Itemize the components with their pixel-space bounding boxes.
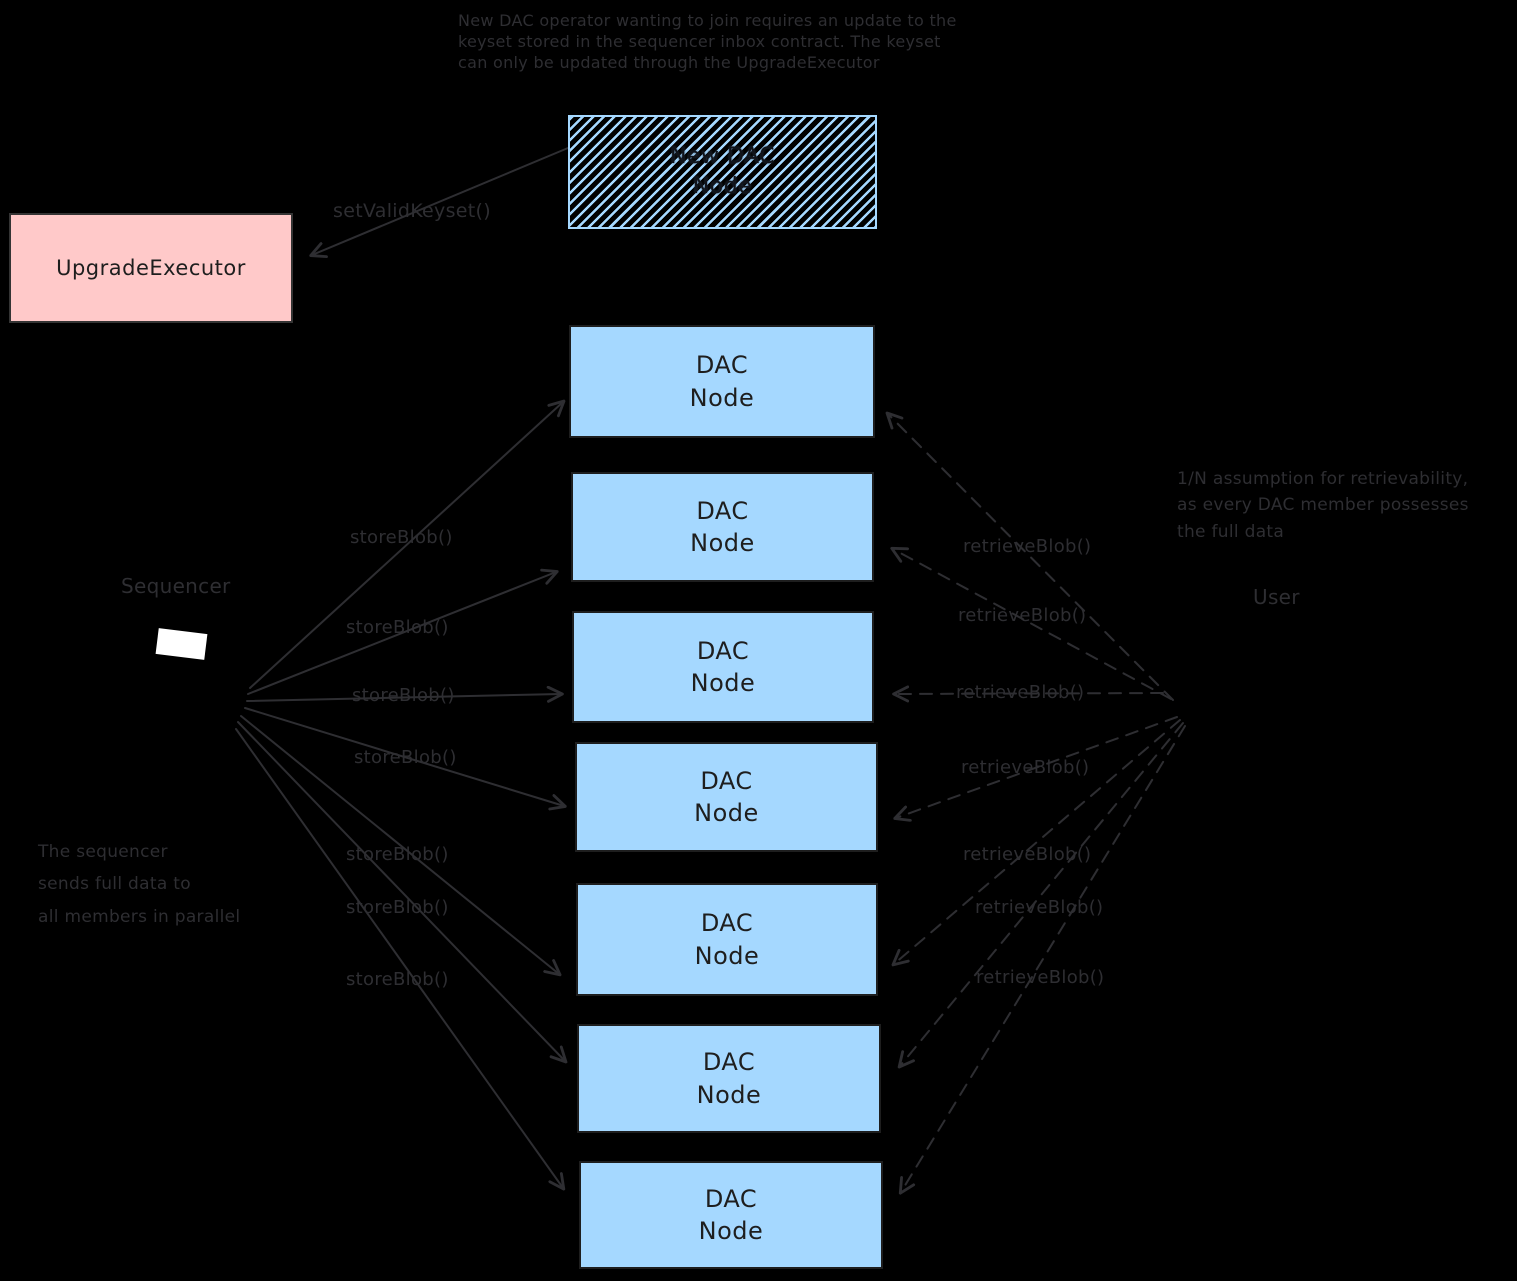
dac-node-label: DAC Node bbox=[694, 909, 760, 970]
dac-node-box: DAC Node bbox=[569, 325, 875, 438]
dac-node-box: DAC Node bbox=[572, 611, 874, 723]
edge-retrieve-0 bbox=[885, 411, 1174, 701]
dac-node-box: DAC Node bbox=[575, 742, 878, 852]
dac-node-box: DAC Node bbox=[571, 472, 874, 582]
retrieve-blob-label: retrieveBlob() bbox=[956, 682, 1085, 703]
dac-node-label: DAC Node bbox=[690, 636, 756, 697]
new-dac-node-label: New DAC Node bbox=[669, 144, 776, 199]
dac-node-box: DAC Node bbox=[577, 1024, 881, 1133]
store-blob-label: storeBlob() bbox=[350, 527, 453, 548]
dac-node-label: DAC Node bbox=[694, 766, 759, 827]
store-blob-label: storeBlob() bbox=[346, 844, 449, 865]
edge-store-5 bbox=[237, 721, 568, 1064]
upgrade-executor-box: UpgradeExecutor bbox=[9, 213, 293, 323]
retrieve-blob-label: retrieveBlob() bbox=[963, 844, 1092, 865]
edge-store-6 bbox=[235, 728, 566, 1191]
store-blob-label: storeBlob() bbox=[346, 969, 449, 990]
store-blob-label: storeBlob() bbox=[346, 617, 449, 638]
dac-node-label: DAC Node bbox=[696, 1048, 762, 1109]
retrieve-blob-label: retrieveBlob() bbox=[961, 757, 1090, 778]
note-sequencer-parallel: The sequencer sends full data to all mem… bbox=[38, 842, 241, 927]
upgrade-executor-label: UpgradeExecutor bbox=[56, 255, 246, 280]
dac-node-label: DAC Node bbox=[689, 351, 755, 412]
set-valid-keyset-label: setValidKeyset() bbox=[333, 200, 491, 222]
user-label: User bbox=[1253, 585, 1300, 609]
note-retrievability: 1/N assumption for retrievability, as ev… bbox=[1177, 469, 1469, 542]
retrieve-blob-label: retrieveBlob() bbox=[976, 967, 1105, 988]
note-new-dac-operator: New DAC operator wanting to join require… bbox=[458, 11, 957, 73]
retrieve-blob-label: retrieveBlob() bbox=[975, 897, 1104, 918]
store-blob-label: storeBlob() bbox=[352, 685, 455, 706]
store-blob-label: storeBlob() bbox=[346, 897, 449, 918]
dac-node-label: DAC Node bbox=[690, 496, 755, 557]
edge-retrieve-6 bbox=[898, 725, 1186, 1195]
sequencer-label: Sequencer bbox=[121, 574, 231, 598]
retrieve-blob-label: retrieveBlob() bbox=[958, 605, 1087, 626]
dac-node-box: DAC Node bbox=[576, 883, 878, 996]
retrieve-blob-label: retrieveBlob() bbox=[963, 536, 1092, 557]
store-blob-label: storeBlob() bbox=[354, 747, 457, 768]
new-dac-node-box: New DAC Node bbox=[568, 115, 877, 229]
dac-node-box: DAC Node bbox=[579, 1161, 883, 1269]
dac-node-label: DAC Node bbox=[698, 1184, 764, 1245]
sequencer-icon bbox=[155, 628, 208, 660]
